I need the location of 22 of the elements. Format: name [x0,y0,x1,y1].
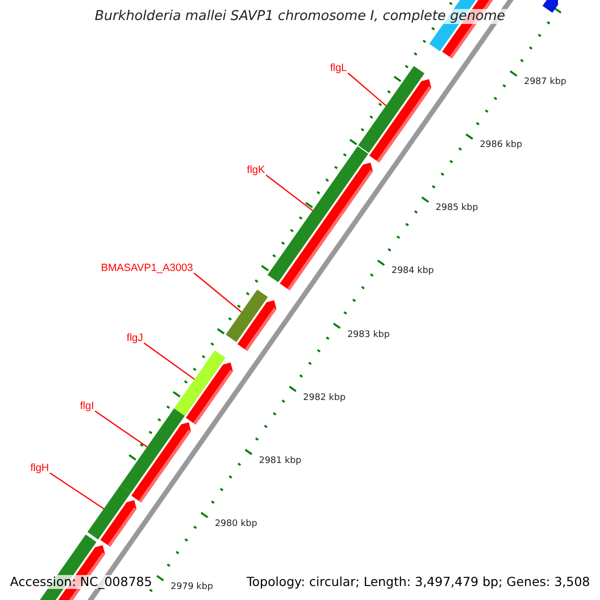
position-label: 2987 kbp [524,78,566,88]
leader-line [144,342,195,380]
gene-label: flgH [30,463,49,475]
position-label: 2986 kbp [480,141,522,152]
gene-label: flgL [330,63,347,75]
gene-label: flgJ [126,333,143,345]
position-label: 2979 kbp [170,582,214,593]
leader-line [94,410,148,448]
genome-summary-text: Topology: circular; Length: 3,497,479 bp; Genes: 3,508 [244,575,592,589]
position-label: 2983 kbp [347,330,390,340]
position-label: 2982 kbp [303,394,346,404]
position-label: 2984 kbp [391,267,434,278]
gene-label: BMASAVP1_A3003 [100,263,193,275]
leader-line [348,72,386,106]
position-label: 2985 kbp [436,204,478,214]
leader-line [50,472,104,510]
position-label: 2981 kbp [258,456,302,467]
leader-line [266,174,313,212]
position-label: 2980 kbp [214,520,258,530]
gene-label: flgK [246,165,265,177]
gene-label: flgI [80,401,94,413]
leader-line [194,272,242,313]
